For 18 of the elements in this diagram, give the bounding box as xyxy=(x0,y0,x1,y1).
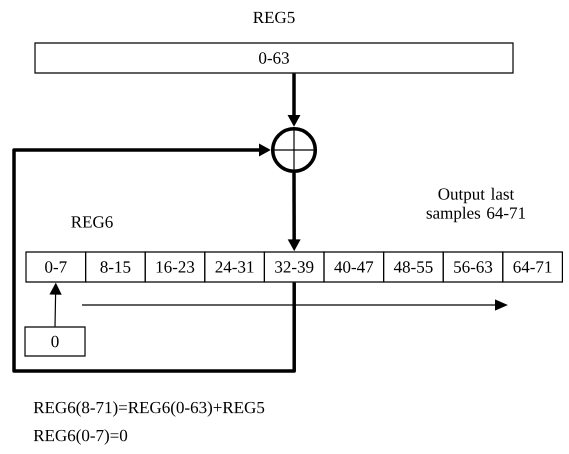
register-cell: 40-47 xyxy=(323,251,384,283)
register-cell: 64-71 xyxy=(502,251,563,283)
zero-input-box: 0 xyxy=(24,326,86,357)
register-box: 0-63 xyxy=(34,42,514,74)
register-title: REG5 xyxy=(253,12,295,24)
equation-text: REG6(0-7)=0 xyxy=(34,429,128,445)
equation-text: REG6(8-71)=REG6(0-63)+REG5 xyxy=(34,401,264,417)
register-cell: 48-55 xyxy=(383,251,444,283)
register-cell: 24-31 xyxy=(204,251,265,283)
register-cell: 8-15 xyxy=(85,251,146,283)
register-cell: 16-23 xyxy=(144,251,206,283)
adder-symbol xyxy=(270,126,318,174)
register-cell: 56-63 xyxy=(442,251,504,283)
register-title: REG6 xyxy=(71,216,113,228)
output-note: Output last samples 64-71 xyxy=(426,188,526,222)
register-cell: 32-39 xyxy=(264,251,325,283)
register-cell: 0-7 xyxy=(25,251,86,283)
arrow xyxy=(12,144,296,373)
